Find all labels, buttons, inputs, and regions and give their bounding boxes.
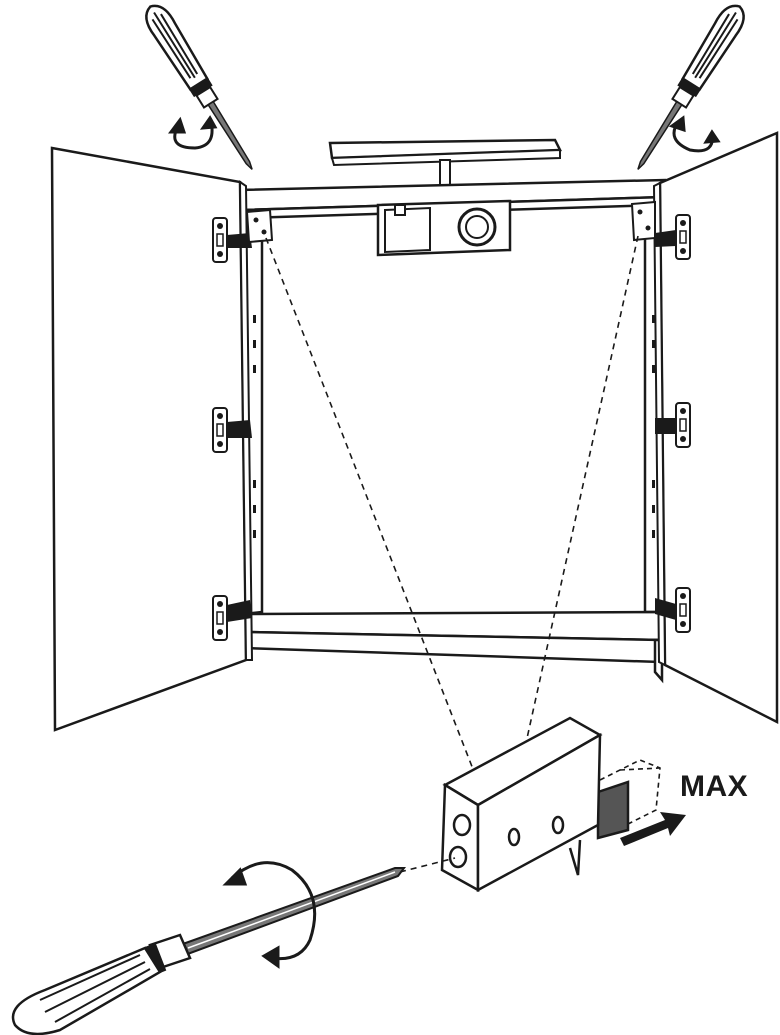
hinge-icon [655,587,691,633]
hinge-icon [212,208,274,263]
hinge-icon [655,402,691,448]
screwdriver-icon [11,867,406,1035]
shelf-holes-right [652,315,655,538]
hinge-icon [212,595,252,641]
projection-lines [265,235,639,783]
hinge-bracket-detail [440,716,661,893]
light-fixture-icon [328,138,562,186]
rotation-arrow-icon [168,115,218,150]
hinge-icon [630,200,691,260]
screwdriver-icon [138,0,264,178]
cabinet-body [236,178,667,684]
rotation-arrow-icon [222,861,317,969]
switch-box [376,199,512,257]
shelf-holes-left [253,315,256,538]
hinge-icon [212,407,252,453]
rotation-arrow-icon [668,115,721,153]
max-label: MAX [680,770,749,803]
screw-alignment-line [399,857,456,873]
push-arrow-icon [620,812,686,846]
